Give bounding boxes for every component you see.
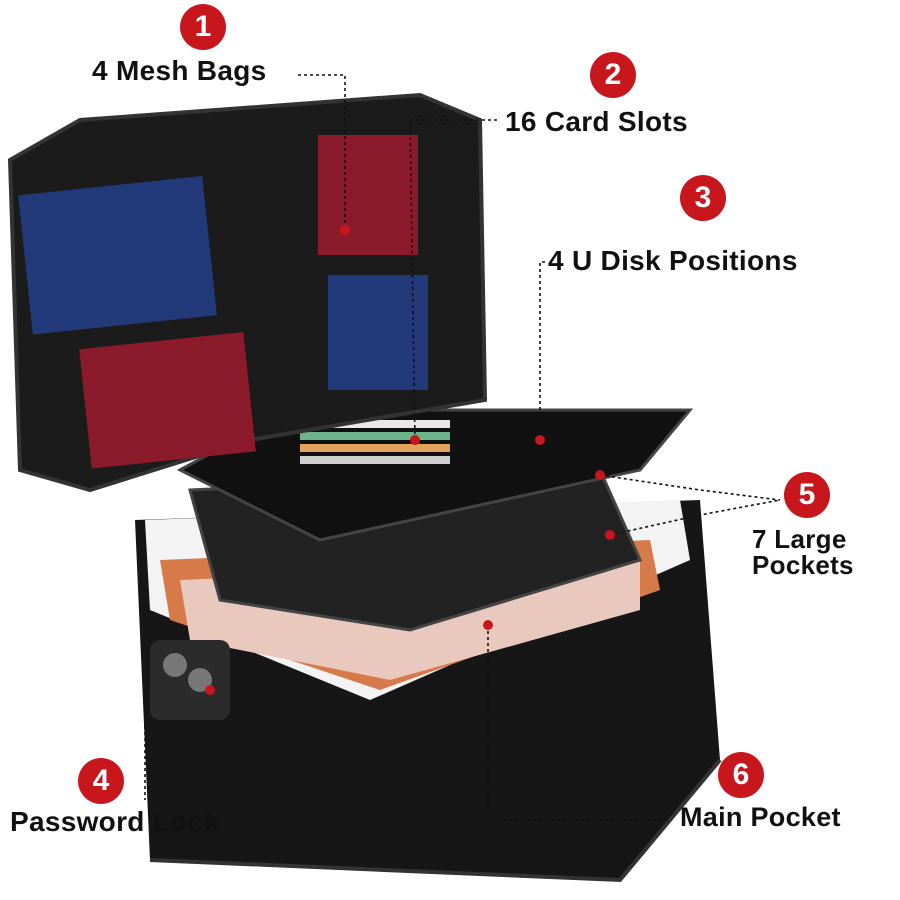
callout-label-password-lock: Password Lock: [10, 806, 220, 837]
cards: [300, 420, 450, 464]
callout-number-2: 2: [590, 52, 636, 98]
callout-number-5: 5: [784, 472, 830, 518]
callout-label-large-pockets: 7 Large Pockets: [752, 524, 854, 580]
callout-label-u-disk: 4 U Disk Positions: [548, 245, 798, 276]
callout-number-3: 3: [680, 175, 726, 221]
callout-dots: [205, 225, 615, 695]
callout-label-card-slots: 16 Card Slots: [505, 106, 688, 137]
callout-label-mesh-bags: 4 Mesh Bags: [92, 55, 267, 86]
leader-lines: [144, 74, 781, 821]
callout-number-6: 6: [718, 752, 764, 798]
callout-number-1: 1: [180, 4, 226, 50]
passports: [18, 135, 428, 469]
callout-label-main-pocket: Main Pocket: [680, 802, 841, 832]
callout-number-4: 4: [78, 758, 124, 804]
